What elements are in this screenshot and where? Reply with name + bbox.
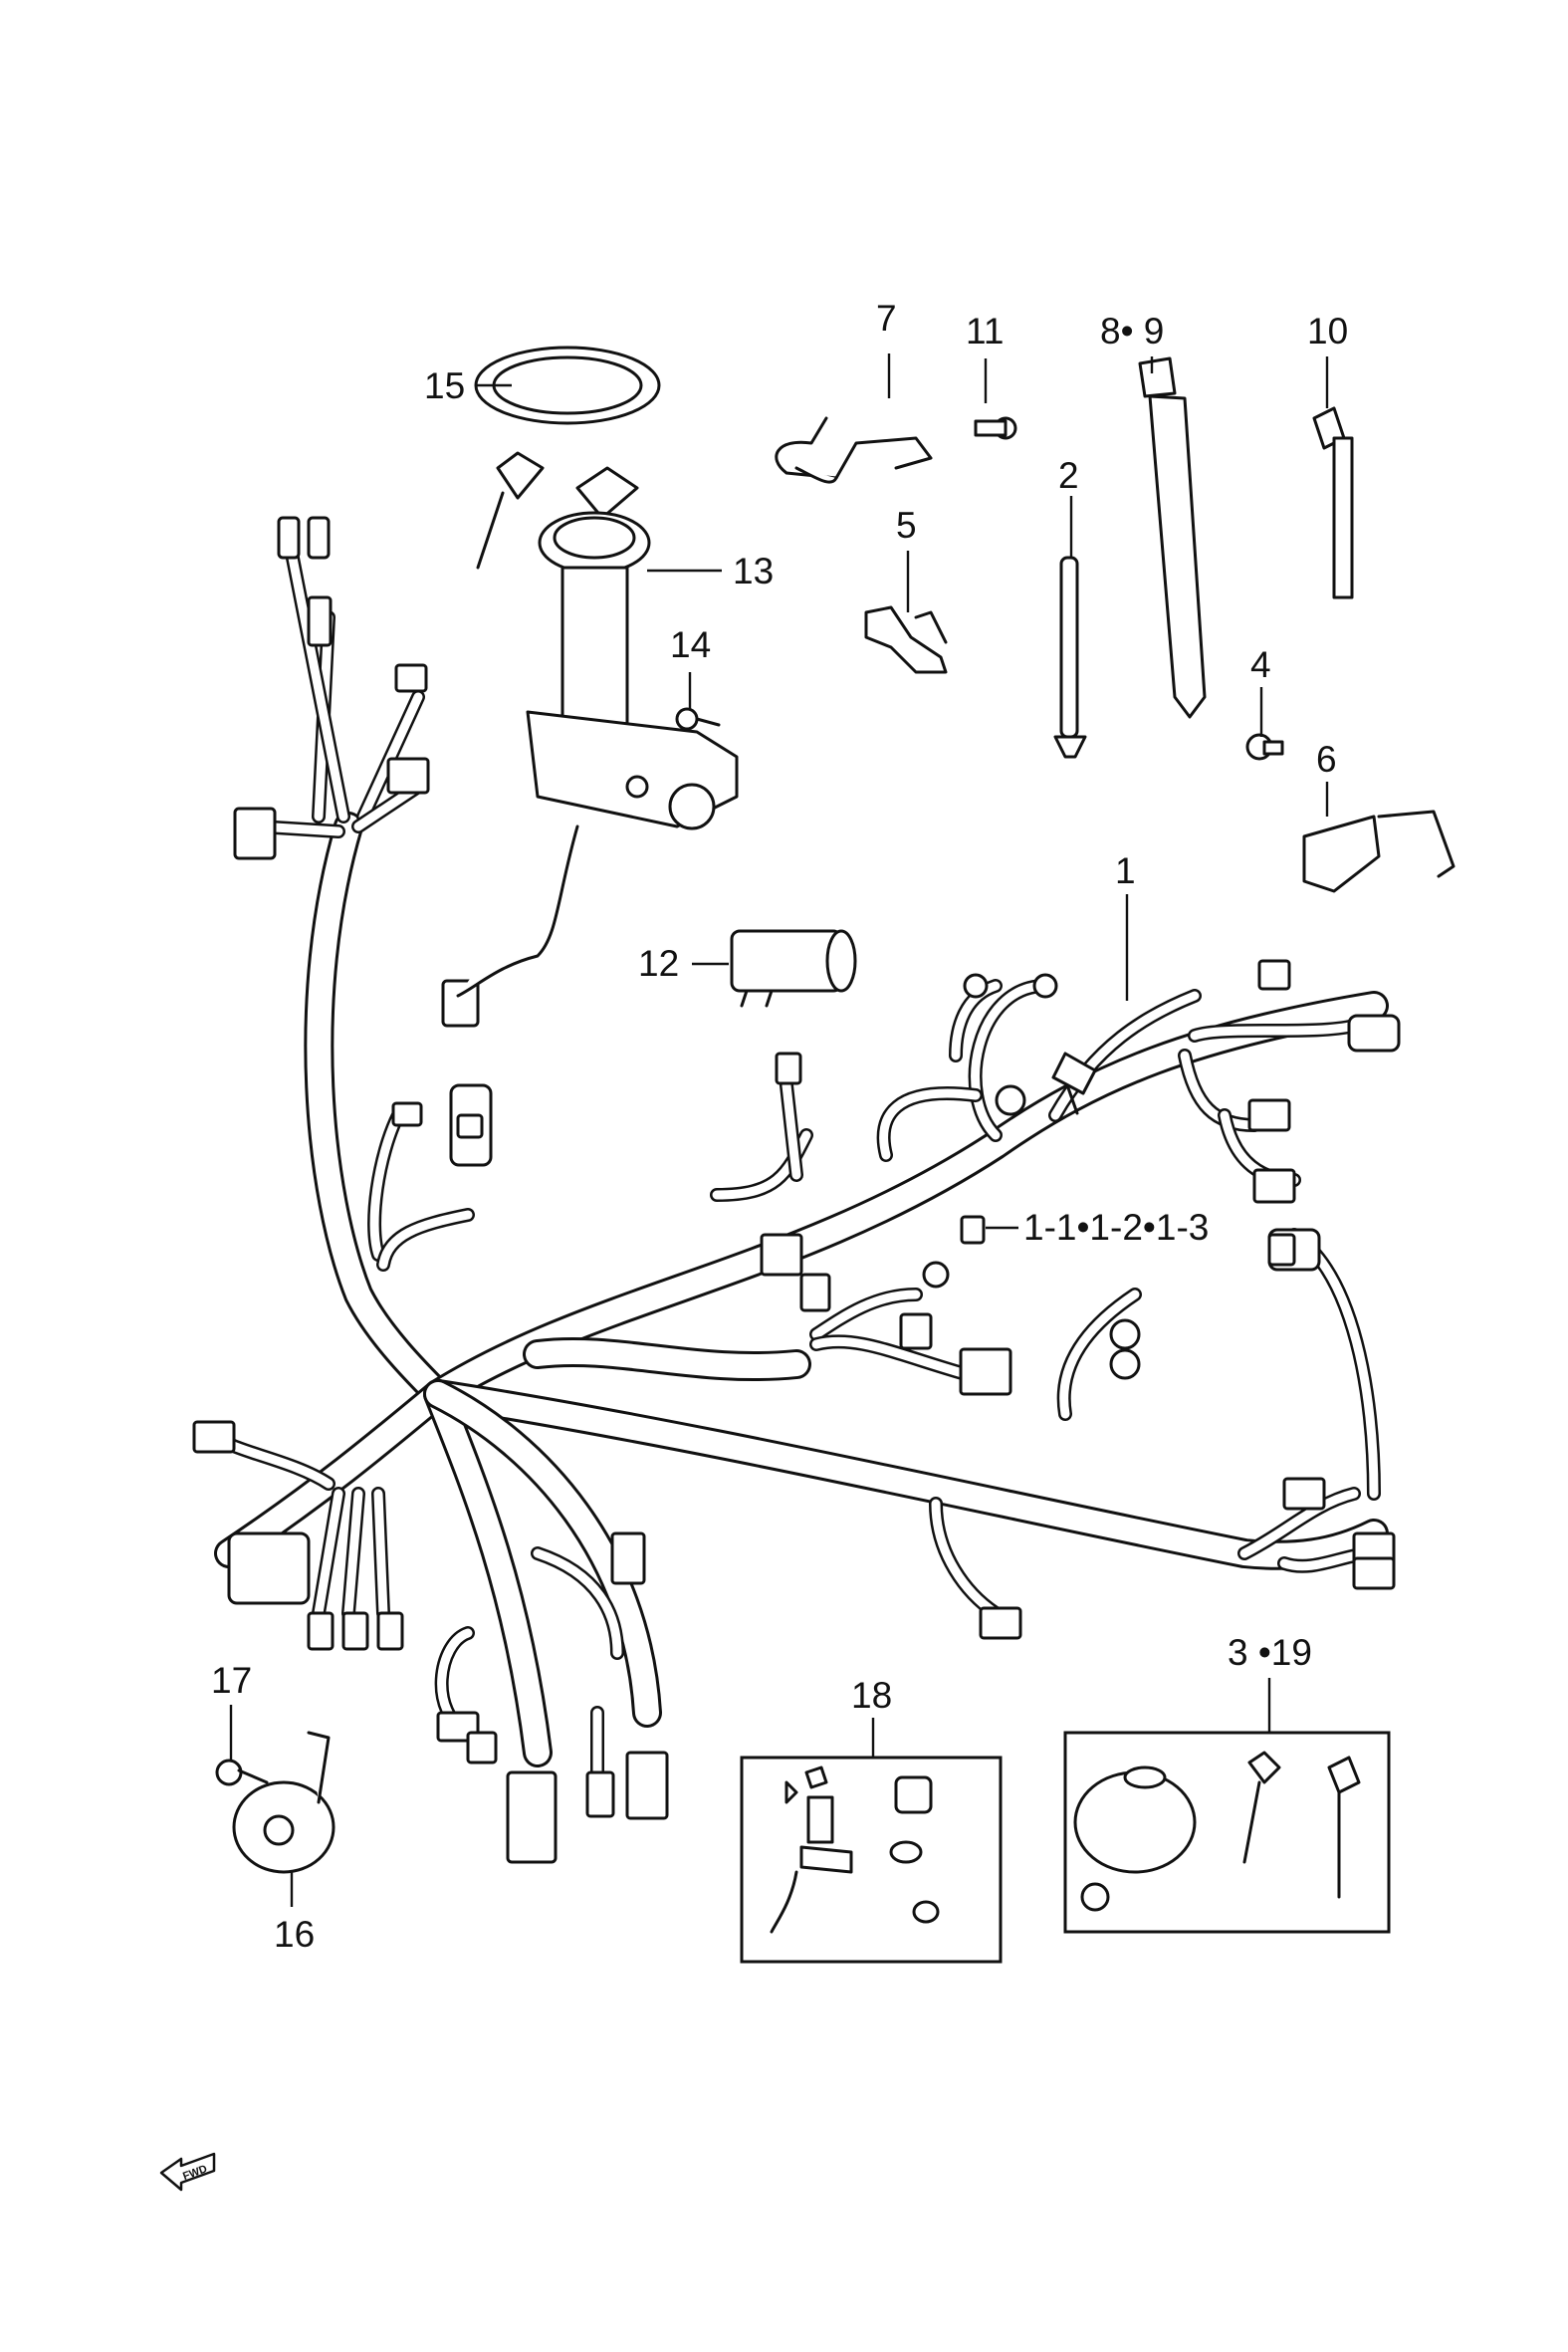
callout-10: 10 [1307,311,1348,352]
part-17-screw [215,1759,243,1786]
part-8-9-clamp-band [1138,356,1207,719]
callout-8-9: 8• 9 [1100,311,1164,352]
callout-11: 11 [966,311,1004,352]
part-11-bolt [974,416,1017,440]
part-1-1-fuse-clip [960,1215,986,1245]
part-14-screw [675,707,721,731]
callout-17: 17 [211,1660,252,1701]
callout-2: 2 [1058,455,1079,496]
part-18-kit-box [740,1756,1003,1964]
callout-6: 6 [1316,739,1337,780]
fwd-arrow-icon: FWD [159,2152,216,2192]
callout-1: 1 [1115,850,1136,891]
part-3-19-kit-box [1063,1731,1391,1934]
part-13-ignition-switch [456,451,739,998]
part-15-seal-ring [474,346,661,425]
callout-7: 7 [876,298,897,339]
part-4-screw [1245,733,1284,761]
part-6-bracket [1302,810,1456,893]
callout-12: 12 [638,943,679,984]
wiring-harness [214,531,1389,1779]
callout-16: 16 [274,1914,315,1955]
part-16-horn [232,1731,336,1874]
harness-connectors [192,516,1401,1864]
part-10-cable-tie [1312,406,1354,599]
callout-14: 14 [670,624,711,665]
callout-13: 13 [733,551,774,591]
part-5-bracket [864,605,948,674]
callout-labels: 15 7 11 8• 9 10 2 5 13 14 4 6 1 12 1-1•1… [211,298,1348,1955]
part-2-cable-tie [1053,556,1087,759]
callout-4: 4 [1250,644,1271,685]
callout-5: 5 [896,505,917,546]
callout-15: 15 [424,365,465,406]
callout-1-sub: 1-1•1-2•1-3 [1023,1207,1209,1248]
callout-3-19: 3 •19 [1228,1632,1312,1673]
part-12-relay [730,929,857,1008]
callout-leaders [229,353,1329,1907]
callout-18: 18 [851,1675,892,1716]
part-7-bracket [775,416,933,484]
